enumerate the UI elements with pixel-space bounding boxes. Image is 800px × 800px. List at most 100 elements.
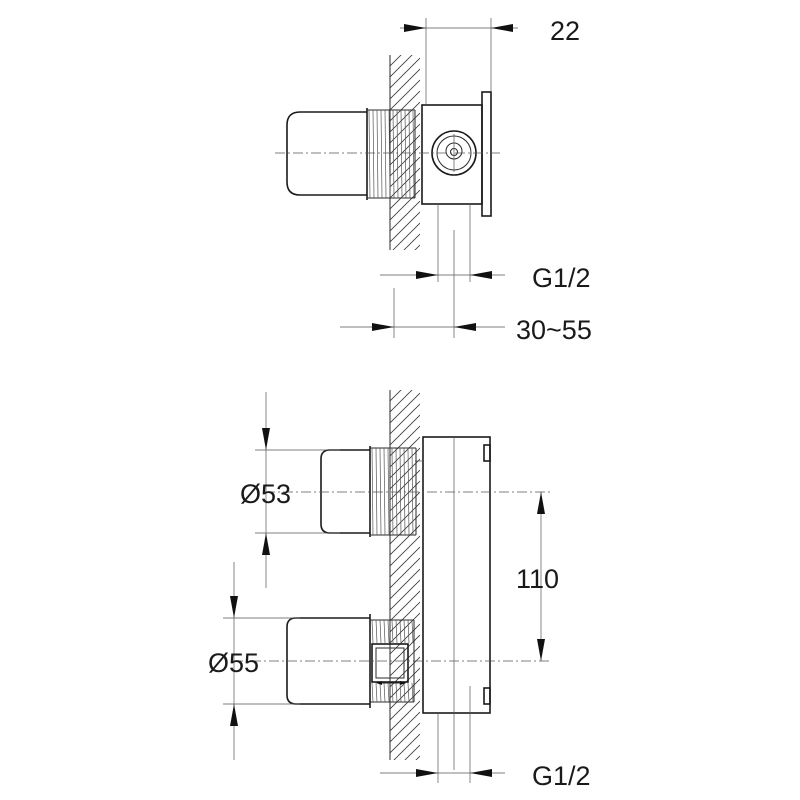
thread-line bbox=[379, 447, 382, 536]
thread-line bbox=[383, 682, 386, 703]
thread-line bbox=[383, 447, 386, 536]
thread-line bbox=[403, 619, 406, 644]
wall-hatch-line bbox=[390, 568, 420, 600]
thread-line bbox=[384, 109, 387, 199]
front-view: Ø53 Ø55 110 G1/2 bbox=[208, 390, 591, 797]
thread-line bbox=[411, 619, 414, 644]
dim-label-d53: Ø53 bbox=[240, 479, 291, 509]
thread-line bbox=[404, 109, 407, 199]
dimension-110 bbox=[537, 492, 545, 661]
thread-line bbox=[407, 447, 410, 536]
wall-hatch-line bbox=[390, 678, 420, 710]
wall-hatch-line bbox=[390, 211, 420, 243]
thread-line bbox=[375, 682, 378, 703]
handle-body-top bbox=[286, 108, 368, 200]
thread-line bbox=[371, 619, 374, 644]
thread-line bbox=[391, 682, 394, 703]
top-view: 22 G1/2 30~55 bbox=[275, 16, 592, 345]
upper-handle bbox=[320, 446, 371, 537]
thread-line bbox=[371, 682, 374, 703]
wall-hatch-line bbox=[390, 579, 420, 611]
wall-hatch-line bbox=[390, 535, 420, 567]
dim-label-110: 110 bbox=[516, 564, 559, 594]
wall-hatch-line bbox=[390, 546, 420, 578]
wall-hatch-line bbox=[390, 590, 420, 622]
thread-line bbox=[387, 447, 390, 536]
wall-hatch-line bbox=[390, 55, 413, 78]
thread-line bbox=[403, 682, 406, 703]
upper-threaded-sleeve bbox=[370, 447, 417, 536]
thread-line bbox=[371, 447, 374, 536]
valve-box-top bbox=[421, 91, 492, 217]
wall-hatch-line bbox=[390, 722, 420, 754]
dimension-g12-top bbox=[380, 204, 505, 282]
wall-hatch-line bbox=[404, 744, 420, 760]
thread-line bbox=[411, 447, 414, 536]
thread-line bbox=[391, 447, 394, 536]
thread-line bbox=[388, 109, 391, 199]
wall-hatch-line bbox=[390, 57, 420, 89]
thread-line bbox=[379, 619, 382, 644]
wall-hatch-line bbox=[390, 200, 420, 232]
wall-hatch-line bbox=[390, 68, 420, 100]
wall-hatch-line bbox=[415, 755, 420, 760]
wall-hatch-line bbox=[390, 634, 420, 666]
thread-line bbox=[379, 682, 382, 703]
thread-line bbox=[399, 682, 402, 703]
thread-line bbox=[372, 109, 375, 199]
wall-hatch-line bbox=[390, 689, 420, 721]
wall-hatch-line bbox=[390, 557, 420, 589]
wall-hatch-line bbox=[390, 480, 420, 512]
wall-hatch-line bbox=[390, 458, 420, 490]
dimension-d53 bbox=[255, 392, 340, 588]
dimension-22 bbox=[400, 18, 518, 105]
wall-hatch-line bbox=[390, 767, 420, 797]
wall-hatch-line bbox=[390, 79, 420, 111]
wall-hatch-line bbox=[390, 612, 420, 644]
thread-line bbox=[399, 619, 402, 644]
wall-hatch-line bbox=[390, 90, 420, 122]
thread-line bbox=[391, 619, 394, 644]
wall-hatch-line bbox=[390, 55, 402, 67]
thread-line bbox=[407, 682, 410, 703]
wall-hatch-line bbox=[393, 733, 420, 760]
wall-hatch-line bbox=[390, 390, 413, 413]
wall-hatch-line bbox=[390, 711, 420, 743]
thread-line bbox=[376, 109, 379, 199]
thread-line bbox=[375, 447, 378, 536]
dimension-g12-bottom bbox=[380, 686, 505, 783]
dim-label-30-55: 30~55 bbox=[516, 315, 592, 345]
thread-line bbox=[392, 109, 395, 199]
dimension-d55 bbox=[223, 562, 300, 760]
wall-hatch-line bbox=[390, 524, 420, 556]
dim-label-g12-bottom: G1/2 bbox=[532, 761, 591, 791]
wall-hatch-line bbox=[390, 601, 420, 633]
dimension-30-55 bbox=[340, 230, 505, 338]
wall-hatch-line bbox=[390, 392, 420, 424]
wall-hatch-line bbox=[390, 390, 402, 402]
thread-line bbox=[395, 447, 398, 536]
wall-hatch-line bbox=[403, 233, 420, 250]
valve-box-front bbox=[415, 436, 491, 714]
wall-section-front bbox=[389, 390, 420, 797]
wall-hatch-line bbox=[390, 414, 420, 446]
thread-line bbox=[380, 109, 383, 199]
thread-line bbox=[387, 682, 390, 703]
thread-line bbox=[411, 682, 414, 703]
thread-line bbox=[412, 109, 415, 199]
thread-line bbox=[395, 619, 398, 644]
dim-label-22: 22 bbox=[550, 16, 580, 46]
wall-hatch-line bbox=[390, 700, 420, 732]
lower-cutout-window bbox=[371, 643, 409, 685]
threaded-sleeve-top bbox=[367, 109, 416, 199]
thread-line bbox=[368, 109, 371, 199]
thread-line bbox=[395, 682, 398, 703]
thread-line bbox=[407, 619, 410, 644]
wall-hatch-line bbox=[390, 447, 420, 479]
wall-hatch-line bbox=[390, 390, 391, 391]
wall-hatch-line bbox=[390, 469, 420, 501]
wall-hatch-line bbox=[390, 425, 420, 457]
wall-hatch-line bbox=[390, 403, 420, 435]
dim-label-g12-top: G1/2 bbox=[532, 263, 591, 293]
